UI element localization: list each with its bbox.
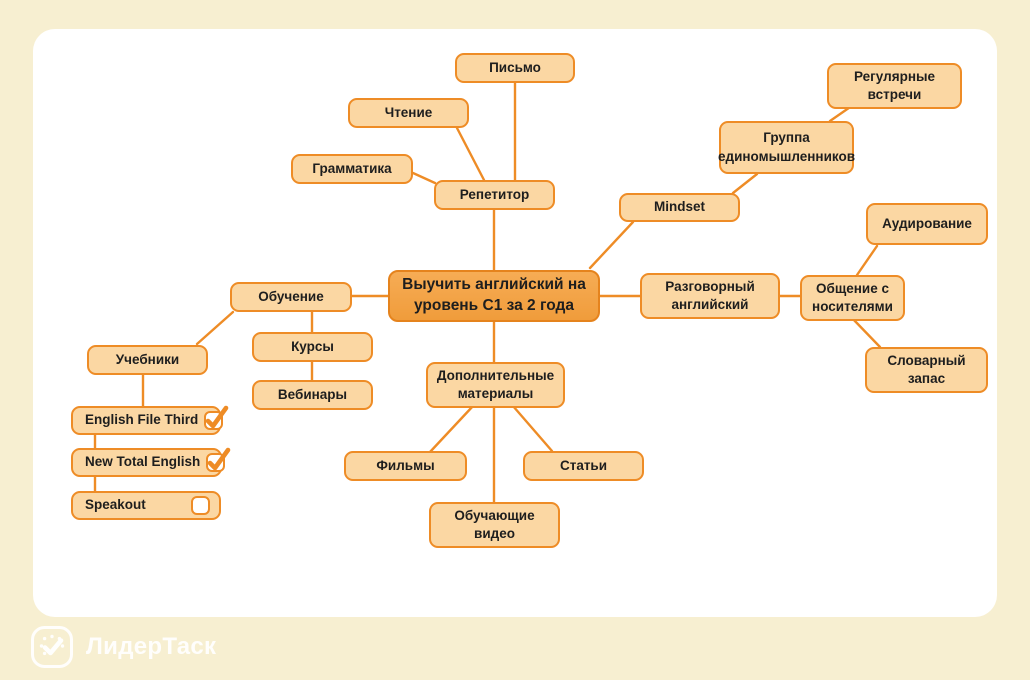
node-label: Дополнительные материалы bbox=[436, 368, 555, 402]
checkbox-english-file-third[interactable] bbox=[204, 405, 229, 430]
node-grammar[interactable]: Грамматика bbox=[291, 154, 413, 184]
node-webinars[interactable]: Вебинары bbox=[252, 380, 373, 410]
node-articles[interactable]: Статьи bbox=[523, 451, 644, 481]
node-label: Статьи bbox=[559, 457, 608, 473]
node-like-minded-group[interactable]: Группа единомышленников bbox=[718, 121, 856, 174]
node-label: Грамматика bbox=[312, 160, 392, 176]
node-label: Письмо bbox=[489, 59, 541, 75]
node-label: Чтение bbox=[384, 104, 433, 120]
node-label: Mindset bbox=[653, 199, 705, 215]
node-label: Выучить английский на уровень C1 за 2 го… bbox=[402, 276, 586, 314]
node-label: Фильмы bbox=[376, 457, 435, 473]
node-extra-materials[interactable]: Дополнительные материалы bbox=[426, 362, 565, 409]
node-central-goal[interactable]: Выучить английский на уровень C1 за 2 го… bbox=[388, 270, 600, 322]
node-label: Разговорный английский bbox=[665, 279, 755, 313]
node-english-file-third[interactable]: English File Third bbox=[71, 405, 229, 435]
node-label: Регулярные встречи bbox=[853, 69, 936, 103]
node-label: English File Third bbox=[85, 412, 199, 428]
node-courses[interactable]: Курсы bbox=[252, 332, 373, 362]
node-label: Словарный запас bbox=[887, 353, 966, 387]
node-listening[interactable]: Аудирование bbox=[866, 203, 988, 245]
node-tutor[interactable]: Репетитор bbox=[434, 180, 555, 210]
node-speakout[interactable]: Speakout bbox=[71, 491, 221, 520]
checkbox-new-total-english[interactable] bbox=[206, 447, 231, 472]
node-educational-videos[interactable]: Обучающие видео bbox=[429, 502, 560, 549]
node-reading[interactable]: Чтение bbox=[348, 98, 469, 128]
node-writing[interactable]: Письмо bbox=[455, 53, 575, 83]
node-label: Общение с носителями bbox=[812, 281, 893, 315]
node-spoken-english[interactable]: Разговорный английский bbox=[640, 273, 780, 320]
checkmark-icon bbox=[207, 447, 231, 471]
node-label: Аудирование bbox=[882, 215, 972, 231]
node-regular-meetings[interactable]: Регулярные встречи bbox=[827, 63, 962, 110]
node-label: Репетитор bbox=[459, 186, 530, 202]
node-label: Speakout bbox=[85, 497, 146, 513]
node-mindset[interactable]: Mindset bbox=[619, 193, 740, 222]
node-textbooks[interactable]: Учебники bbox=[87, 345, 208, 375]
node-label: Группа единомышленников bbox=[718, 130, 856, 164]
node-label: New Total English bbox=[85, 454, 201, 470]
leadertask-brand: ЛидерТаск bbox=[30, 625, 216, 669]
checkmark-icon bbox=[205, 405, 229, 429]
node-label: Обучающие видео bbox=[454, 508, 535, 542]
node-label: Обучение bbox=[258, 288, 324, 304]
node-learning[interactable]: Обучение bbox=[230, 282, 352, 312]
node-new-total-english[interactable]: New Total English bbox=[71, 447, 231, 477]
leadertask-logo-icon bbox=[31, 626, 73, 668]
node-films[interactable]: Фильмы bbox=[344, 451, 467, 481]
node-vocabulary[interactable]: Словарный запас bbox=[865, 347, 988, 394]
node-label: Вебинары bbox=[277, 386, 348, 402]
brand-name: ЛидерТаск bbox=[86, 633, 217, 660]
node-label: Учебники bbox=[115, 351, 180, 367]
node-native-speakers-communication[interactable]: Общение с носителями bbox=[800, 275, 905, 322]
checkbox-speakout[interactable] bbox=[191, 496, 210, 515]
node-label: Курсы bbox=[291, 338, 334, 354]
